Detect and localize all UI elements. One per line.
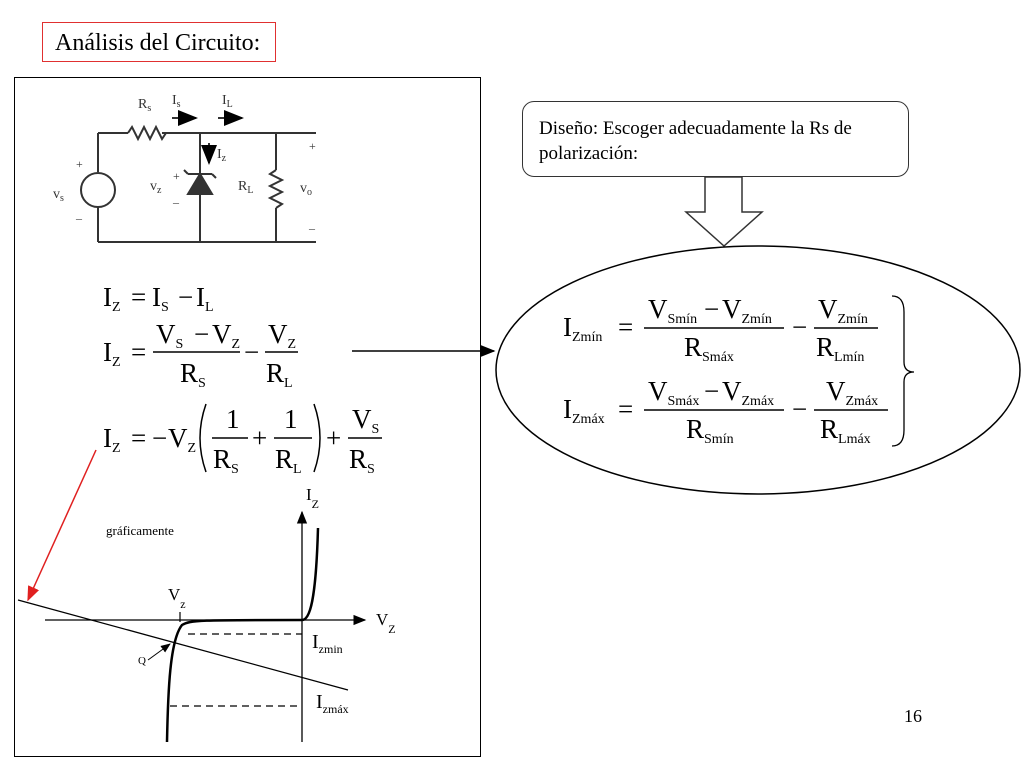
- svg-text:IS: IS: [152, 282, 169, 315]
- vz-knee-label: Vz: [168, 585, 186, 611]
- down-arrow-icon: [684, 176, 764, 248]
- svg-text:−: −: [178, 282, 193, 312]
- svg-text:=: =: [131, 282, 146, 312]
- svg-text:1: 1: [284, 404, 298, 434]
- voltage-source-icon: [80, 172, 116, 208]
- rs-resistor: [127, 124, 167, 142]
- izmax-label: Izmáx: [316, 691, 349, 716]
- zener-diode-icon: [183, 169, 217, 195]
- svg-text:RSmín: RSmín: [686, 414, 734, 447]
- vo-label: vo: [300, 181, 312, 198]
- svg-text:=: =: [618, 312, 633, 342]
- red-pointer-arrow-icon: [27, 449, 97, 602]
- vs-label: vs: [53, 187, 64, 204]
- q-point-label: Q: [138, 655, 146, 667]
- is-label: Is: [172, 93, 181, 110]
- rl-label: RL: [238, 179, 253, 196]
- svg-text:VZmáx: VZmáx: [826, 376, 878, 409]
- equation-2: IZ = VS − VZ RS − VZ RL: [103, 319, 298, 391]
- result-ellipse: [495, 245, 1021, 495]
- svg-text:=: =: [131, 337, 146, 367]
- svg-text:VS: VS: [156, 319, 183, 352]
- vs-minus: –: [75, 211, 83, 225]
- vo-plus: +: [309, 139, 316, 153]
- svg-text:+: +: [252, 423, 267, 453]
- equation-3: IZ = − VZ 1 RS + 1 RL + VS RS: [103, 403, 382, 477]
- svg-text:VZmáx: VZmáx: [722, 376, 774, 409]
- svg-text:VS: VS: [352, 404, 379, 437]
- slide-title: Análisis del Circuito:: [42, 22, 276, 62]
- svg-text:=: =: [131, 423, 146, 453]
- svg-text:−: −: [792, 312, 807, 342]
- page-number: 16: [904, 706, 922, 726]
- svg-text:+: +: [326, 423, 341, 453]
- svg-text:−: −: [792, 394, 807, 424]
- left-equations: IZ = IS − IL IZ = VS − VZ RS − VZ RL IZ …: [103, 282, 382, 477]
- svg-text:RSmáx: RSmáx: [684, 332, 734, 365]
- svg-text:IZ: IZ: [103, 423, 121, 456]
- vz-label: vz: [150, 179, 162, 196]
- load-line: [17, 599, 349, 691]
- svg-text:−: −: [704, 294, 719, 324]
- vs-plus: +: [76, 157, 83, 171]
- svg-text:RS: RS: [180, 358, 206, 391]
- svg-text:RLmáx: RLmáx: [820, 414, 871, 447]
- graph-caption: gráficamente: [106, 523, 174, 538]
- right-brace-icon: [891, 295, 915, 447]
- svg-text:=: =: [618, 394, 633, 424]
- ellipse-equations: IZmín = VSmín − VZmín RSmáx − VZmín RLmí…: [563, 294, 915, 447]
- zener-characteristic-graph: gráficamente IZ VZ Vz Izmin Izmáx Q: [17, 485, 396, 743]
- svg-text:VZmín: VZmín: [818, 294, 868, 327]
- svg-text:VSmín: VSmín: [648, 294, 697, 327]
- svg-text:IZ: IZ: [103, 337, 121, 370]
- svg-text:RS: RS: [349, 444, 375, 477]
- svg-text:VZ: VZ: [212, 319, 240, 352]
- svg-text:RS: RS: [213, 444, 239, 477]
- svg-text:VZ: VZ: [168, 423, 196, 456]
- svg-text:−: −: [244, 337, 259, 367]
- svg-text:IZmín: IZmín: [563, 312, 602, 345]
- y-axis-label: IZ: [306, 485, 319, 511]
- zener-circuit: [80, 124, 316, 243]
- equation-1: IZ = IS − IL: [103, 282, 214, 315]
- izmin-label: Izmin: [312, 631, 343, 656]
- vo-minus: –: [308, 221, 316, 235]
- svg-text:RL: RL: [266, 358, 293, 391]
- svg-text:RL: RL: [275, 444, 302, 477]
- vz-plus: +: [173, 169, 180, 183]
- svg-text:VZmín: VZmín: [722, 294, 772, 327]
- zener-curve: [165, 527, 320, 743]
- x-axis-label: VZ: [376, 610, 396, 636]
- svg-text:IL: IL: [196, 282, 214, 315]
- il-label: IL: [222, 93, 233, 110]
- svg-text:−: −: [704, 376, 719, 406]
- izmin-equation: IZmín = VSmín − VZmín RSmáx − VZmín RLmí…: [563, 294, 878, 365]
- svg-text:−: −: [194, 319, 209, 349]
- svg-text:1: 1: [226, 404, 240, 434]
- svg-text:−: −: [152, 423, 167, 453]
- rl-resistor: [267, 169, 285, 209]
- iz-label: Iz: [217, 147, 227, 164]
- izmax-equation: IZmáx = VSmáx − VZmáx RSmín − VZmáx RLmá…: [563, 376, 888, 447]
- svg-text:IZ: IZ: [103, 282, 121, 315]
- svg-text:VSmáx: VSmáx: [648, 376, 699, 409]
- left-panel-frame: [14, 77, 481, 757]
- vz-minus: –: [172, 195, 180, 209]
- svg-text:RLmín: RLmín: [816, 332, 864, 365]
- svg-text:VZ: VZ: [268, 319, 296, 352]
- svg-text:IZmáx: IZmáx: [563, 394, 605, 427]
- rs-label: Rs: [138, 97, 151, 114]
